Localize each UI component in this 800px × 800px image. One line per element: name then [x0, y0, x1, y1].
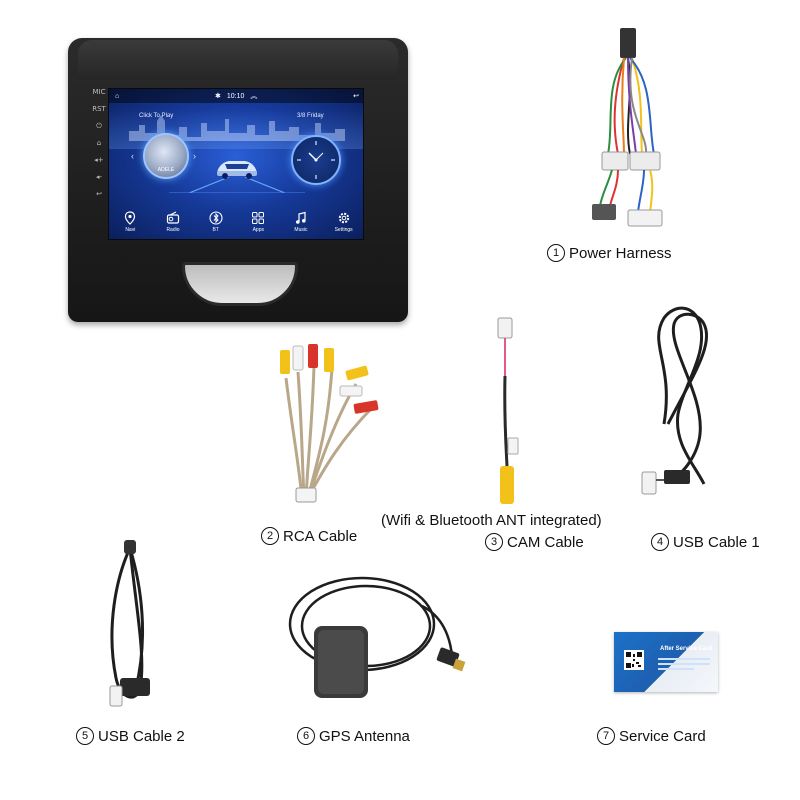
item-caption-service-card: 7 Service Card [597, 727, 706, 745]
road-graphic [169, 177, 305, 193]
item-caption-power-harness: 1 Power Harness [547, 244, 672, 262]
dock-label: Settings [334, 227, 353, 233]
status-bar: ⌂ ✱ 10:10 ︽ ↩ [109, 89, 363, 103]
item-number: 4 [651, 533, 669, 551]
mic-label: MIC [92, 88, 106, 96]
skyline-graphic [129, 115, 345, 141]
volume-down-icon[interactable]: ◂- [95, 173, 103, 181]
status-time: 10:10 [226, 92, 245, 100]
usb-cable-1-image [641, 306, 709, 495]
item-number: 5 [76, 727, 94, 745]
dock-item-music[interactable]: Music [283, 211, 319, 233]
item-number: 6 [297, 727, 315, 745]
gear-icon [338, 212, 349, 224]
service-card-image: After Service Card [614, 632, 718, 692]
item-number: 1 [547, 244, 565, 262]
radio-icon [166, 211, 180, 224]
item-number: 7 [597, 727, 615, 745]
dock-item-radio[interactable]: Radio [155, 211, 191, 233]
dock-label: Music [294, 227, 308, 233]
item-label: USB Cable 2 [98, 727, 185, 745]
dock-item-bt[interactable]: BT [198, 211, 234, 233]
cam-cable-image [497, 317, 519, 504]
power-harness-image [592, 28, 663, 227]
reset-label: RST [92, 105, 106, 113]
item-label: GPS Antenna [319, 727, 410, 745]
car-icon [217, 161, 257, 179]
item-label: RCA Cable [283, 527, 358, 545]
dock-item-settings[interactable]: Settings [326, 211, 362, 233]
item-number: 2 [261, 527, 279, 545]
head-unit-side-buttons: MIC RST ⏻ ⌂ ◂+ ◂- ↩ [92, 88, 106, 198]
antenna-note: (Wifi & Bluetooth ANT integrated) [381, 512, 602, 529]
gps-antenna-image [288, 576, 466, 698]
head-unit-air-vent [182, 262, 298, 306]
head-unit-screen[interactable]: ⌂ ✱ 10:10 ︽ ↩ Click To Play 3/8 Friday ‹… [108, 88, 364, 240]
item-caption-rca-cable: 2 RCA Cable [261, 527, 357, 545]
head-unit-top-panel [78, 40, 398, 80]
volume-up-icon[interactable]: ◂+ [94, 156, 104, 164]
music-note-icon [295, 211, 306, 224]
bluetooth-status-icon: ✱ [214, 93, 221, 100]
item-label: CAM Cable [507, 533, 584, 551]
album-title: ADELE [157, 167, 175, 173]
album-art[interactable] [143, 133, 189, 179]
back-icon[interactable]: ↩ [96, 190, 102, 198]
item-number: 3 [485, 533, 503, 551]
dock-item-apps[interactable]: Apps [240, 211, 276, 233]
home-icon[interactable]: ⌂ [96, 139, 102, 147]
location-pin-icon [125, 211, 136, 225]
item-caption-usb-cable-2: 5 USB Cable 2 [76, 727, 185, 745]
power-icon[interactable]: ⏻ [96, 122, 102, 130]
click-to-play-label[interactable]: Click To Play [139, 113, 174, 119]
next-track-icon[interactable]: › [193, 151, 196, 161]
clock-widget [291, 135, 341, 185]
date-label: 3/8 Friday [297, 113, 324, 119]
prev-track-icon[interactable]: ‹ [131, 151, 134, 161]
item-label: USB Cable 1 [673, 533, 760, 551]
dock-label: Apps [252, 227, 264, 233]
rca-cable-image [280, 344, 379, 503]
service-card-title: After Service Card [660, 646, 713, 652]
apps-grid-icon [252, 212, 265, 224]
dock-label: Navi [125, 227, 136, 233]
service-card-text-lines [658, 658, 710, 673]
back-nav-icon[interactable]: ↩ [353, 93, 359, 100]
item-caption-cam-cable: 3 CAM Cable [485, 533, 584, 551]
item-caption-usb-cable-1: 4 USB Cable 1 [651, 533, 760, 551]
clock-face-icon [297, 141, 335, 179]
dock-item-navi[interactable]: Navi [112, 211, 148, 233]
qr-code-icon [624, 650, 644, 670]
usb-cable-2-image [109, 540, 150, 707]
dock-label: Radio [166, 227, 180, 233]
item-caption-gps-antenna: 6 GPS Antenna [297, 727, 410, 745]
bluetooth-icon [209, 211, 223, 225]
item-label: Service Card [619, 727, 706, 745]
dock-label: BT [212, 227, 219, 233]
expand-icon[interactable]: ︽ [250, 93, 258, 100]
app-dock: Navi Radio BT Apps [109, 207, 363, 239]
item-label: Power Harness [569, 244, 672, 262]
home-nav-icon[interactable]: ⌂ [115, 92, 120, 100]
